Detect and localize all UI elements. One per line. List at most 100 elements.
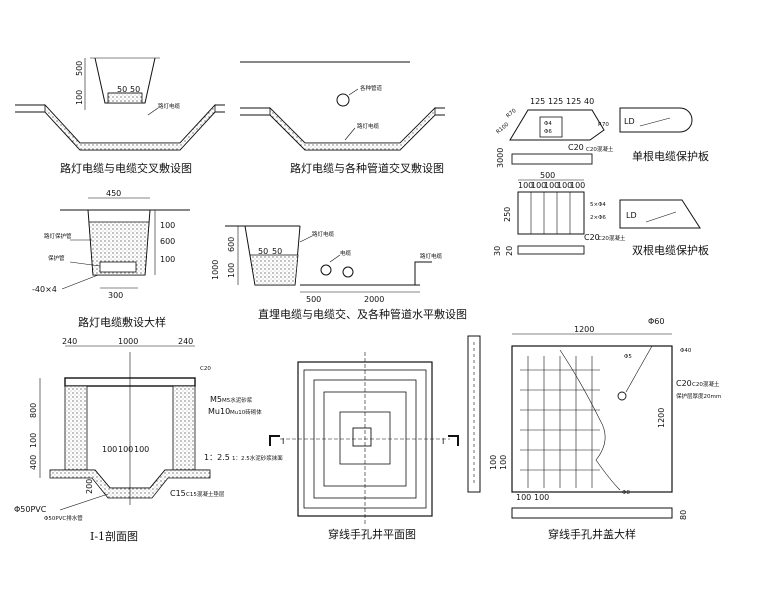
dim-d6-20: 20: [505, 246, 514, 256]
dim-d6-c20: C20: [584, 233, 600, 242]
label-d9-c20: C20混凝土: [692, 380, 720, 388]
dim-d6-100e: 100: [570, 181, 585, 190]
dim-d7-c15: C15: [170, 489, 186, 498]
dim-d5-r70b: R70: [598, 122, 609, 128]
label-d7-mortar: 1：2.5水泥砂浆抹面: [232, 454, 283, 462]
dim-d5-phi4: Φ4: [544, 121, 552, 127]
drawing-cable-cross-cable: 500 100 50 50 路灯电缆 路灯电缆与电缆交叉敷设图: [15, 57, 225, 175]
caption-d5: 单根电缆保护板: [632, 149, 709, 163]
dim-d7-240b: 240: [178, 337, 193, 346]
label-d5-c20: C20混凝土: [586, 145, 614, 153]
label-d6-c20: C20混凝土: [598, 234, 626, 242]
dim-d7-100b: 100: [102, 445, 117, 454]
dim-d9-phi40: Φ40: [680, 348, 692, 354]
dim-100: 100: [75, 90, 84, 105]
dim-d7-pvc: Φ50PVC: [14, 505, 47, 514]
dim-d4-2000: 2000: [364, 295, 384, 304]
caption-d9: 穿线手孔井盖大样: [548, 527, 636, 541]
dim-d6-500: 500: [540, 171, 555, 180]
dim-d4-600: 600: [227, 237, 236, 252]
dim-d9-1200-top: 1200: [574, 325, 594, 334]
label-d3-a: 路灯保护管: [44, 232, 72, 240]
label-cable-d2: 路灯电缆: [357, 122, 380, 130]
caption-d2: 路灯电缆与各种管道交叉敷设图: [290, 161, 444, 175]
caption-d8: 穿线手孔井平面图: [328, 527, 416, 541]
drawing-double-protection-board: 500 100 100 100 100 100 5×Φ4 2×Φ6 250 C2…: [493, 171, 709, 257]
drawing-horizontal-laying: 600 100 50 50 1000 500 2000 路灯电缆 电缆 路灯电缆…: [211, 225, 467, 321]
dim-d7-mu10: Mu10: [208, 407, 230, 416]
dim-d6-250: 250: [503, 207, 512, 222]
label-d7-pvc: Φ50PVC排水管: [44, 514, 83, 522]
dim-d9-100d: 100: [534, 493, 549, 502]
dim-d7-400: 400: [29, 455, 38, 470]
label-d4-a: 路灯电缆: [312, 230, 335, 238]
label-d3-b: 保护管: [48, 254, 65, 262]
dim-d9-100c: 100: [516, 493, 531, 502]
dim-d5-r70a: R70: [505, 108, 518, 120]
dim-d9-100a: 100: [489, 455, 498, 470]
dim-d9-80: 80: [679, 510, 688, 520]
dim-d9-phi5: Φ5: [624, 354, 632, 360]
dim-d4-50b: 50: [272, 247, 282, 256]
dim-d4-50a: 50: [258, 247, 268, 256]
caption-d6: 双根电缆保护板: [632, 243, 709, 257]
dim-d7-800: 800: [29, 403, 38, 418]
dim-d7-100a: 100: [29, 433, 38, 448]
dim-50b: 50: [130, 85, 140, 94]
dim-d5-ld: LD: [624, 117, 635, 126]
dim-d5-r100: R100: [495, 121, 510, 135]
dim-d9-1200-side: 1200: [657, 408, 666, 428]
drawing-cable-laying-detail: 450 100 600 100 300 -40×4 路灯保护管 保护管 路灯电缆…: [32, 189, 190, 329]
section-mark-left: I: [282, 437, 284, 446]
dim-d9-c20: C20: [676, 379, 692, 388]
drawing-handhole-cover: 1200 Φ60 Φ5 Φ40 C20 C20混凝土 保护层厚度20mm 120…: [467, 317, 721, 541]
dim-d5-phi6: Φ6: [544, 129, 552, 135]
drawing-handhole-plan: I I 穿线手孔井平面图: [269, 352, 459, 541]
dim-d4-500: 500: [306, 295, 321, 304]
dim-d7-c20: C20: [200, 366, 211, 372]
label-d7-m5: M5水泥砂浆: [222, 396, 253, 404]
dim-d7-100d: 100: [134, 445, 149, 454]
dim-flat-steel: -40×4: [32, 285, 57, 294]
dim-d6-5phi4: 5×Φ4: [590, 202, 606, 208]
dim-d7-240a: 240: [62, 337, 77, 346]
dim-d9-100b: 100: [499, 455, 508, 470]
drawing-cable-cross-pipe: 各种管道 路灯电缆 路灯电缆与各种管道交叉敷设图: [240, 61, 445, 175]
dim-d6-2phi6: 2×Φ6: [590, 215, 606, 221]
dim-d5-125a: 125: [530, 97, 545, 106]
drawing-single-protection-board: 125 125 125 40 Φ4 Φ6 R70 R100 R70 C20 C2…: [495, 97, 709, 168]
section-mark-right: I: [442, 437, 444, 446]
label-d9-cover: 保护层厚度20mm: [676, 392, 721, 400]
dim-d9-phi8: Φ8: [622, 490, 630, 496]
label-d4-c: 路灯电缆: [420, 252, 443, 260]
dim-d6-30: 30: [493, 246, 502, 256]
dim-d6-ld: LD: [626, 211, 637, 220]
dim-d6-100c: 100: [544, 181, 559, 190]
dim-d7-200: 200: [85, 479, 94, 494]
dim-50a: 50: [117, 85, 127, 94]
caption-d4: 直埋电缆与电缆交、及各种管道水平敷设图: [258, 307, 467, 321]
dim-600: 600: [160, 237, 175, 246]
label-cable: 路灯电缆: [158, 102, 181, 110]
label-pipes: 各种管道: [360, 84, 383, 92]
dim-d5-40: 40: [584, 97, 594, 106]
dim-d5-3000: 3000: [496, 148, 505, 168]
dim-100a: 100: [160, 221, 175, 230]
dim-450: 450: [106, 189, 121, 198]
dim-d4-100: 100: [227, 263, 236, 278]
label-d7-c15: C15混凝土垫层: [186, 490, 225, 498]
dim-100b: 100: [160, 255, 175, 264]
dim-d7-mortar: 1：2.5: [204, 453, 230, 462]
dim-d5-125c: 125: [566, 97, 581, 106]
dim-d5-125b: 125: [548, 97, 563, 106]
dim-500: 500: [75, 61, 84, 76]
dim-d7-m5: M5: [210, 395, 222, 404]
dim-d4-1000: 1000: [211, 260, 220, 280]
label-d7-mu10: Mu10砖砌体: [230, 408, 262, 416]
dim-d5-c20: C20: [568, 143, 584, 152]
dim-d6-100b: 100: [531, 181, 546, 190]
dim-d9-phi60: Φ60: [648, 317, 664, 326]
caption-d1: 路灯电缆与电缆交叉敷设图: [60, 161, 192, 175]
dim-d6-100d: 100: [557, 181, 572, 190]
